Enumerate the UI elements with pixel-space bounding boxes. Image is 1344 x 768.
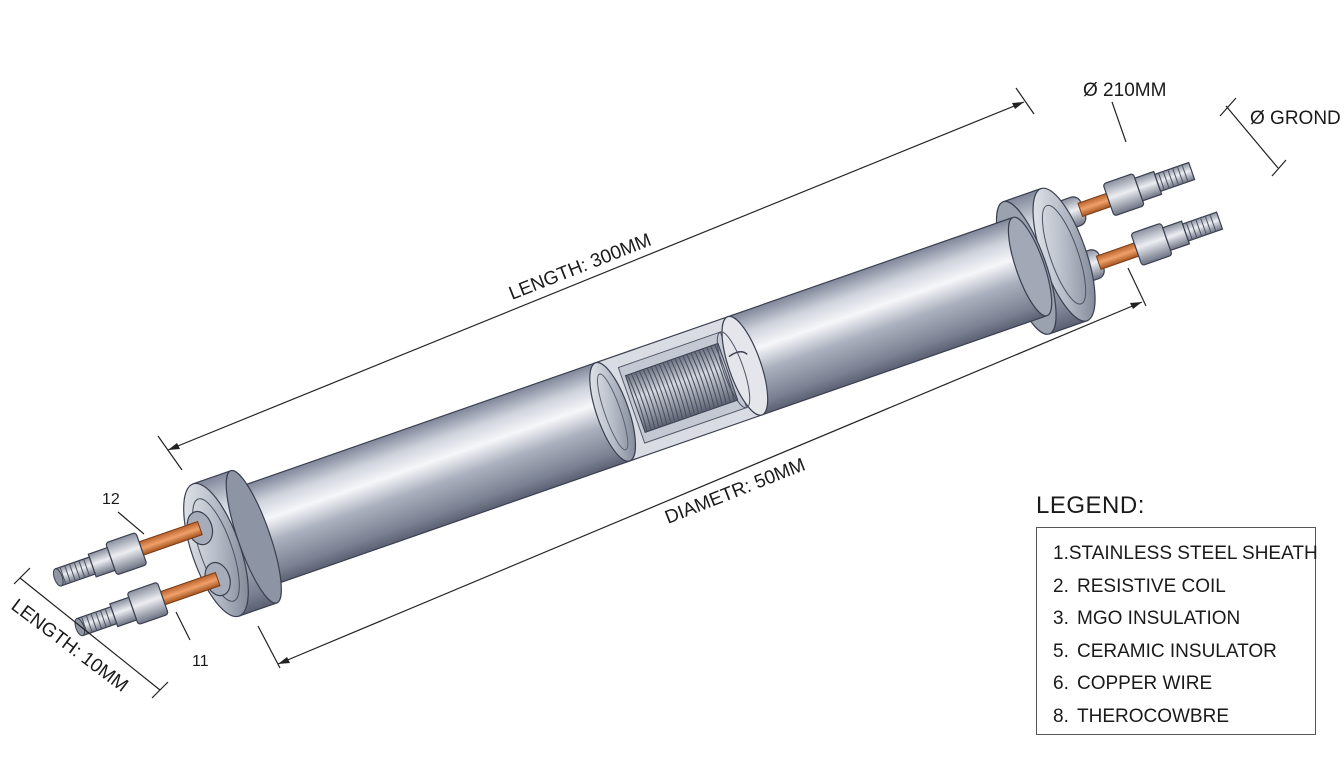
dim-diameter-label: DIAMETR: 50MM [662,455,808,529]
dim-ground-label: Ø GROND [1250,108,1341,129]
heater-assembly [52,161,1224,637]
legend-item-label: COPPER WIRE [1077,673,1213,694]
legend-item-number: 2. [1053,575,1069,597]
dim-length-300-label: LENGTH: 300MM [506,230,654,305]
legend-item-label: RESISTIVE COIL [1077,575,1226,597]
legend-title: LEGEND: [1036,492,1145,519]
legend-item: 1.STAINLESS STEEL SHEATH [1053,538,1318,571]
dimension-terminal-diameter: Ø 210MM [1083,80,1166,143]
legend-item: 3. MGO INSULATION [1053,603,1315,636]
legend-item-number: 1. [1053,543,1069,564]
legend-item-label: STAINLESS STEEL SHEATH [1068,543,1318,564]
right-terminal-lower [1073,211,1224,283]
legend-item: 6. COPPER WIRE [1053,668,1315,701]
sheath-right-segment [726,217,1047,416]
legend-item-number: 6. [1053,673,1069,694]
legend-item-label: CERAMIC INSULATOR [1077,640,1277,662]
left-terminal-lower [74,561,231,637]
legend-box: 1.STAINLESS STEEL SHEATH 2. RESISTIVE COIL… [1036,527,1318,735]
left-terminal-upper [52,510,214,587]
resistive-coil [624,342,739,433]
callout-12-label: 12 [102,491,120,508]
sheath-left-segment [232,362,631,589]
dim-terminal-diameter-label: Ø 210MM [1083,80,1166,101]
legend-item-number: 5. [1053,640,1069,662]
cutaway-section [592,315,769,463]
legend-item-label: THEROCOWBRE [1077,705,1229,727]
legend-item: 5. CERAMIC INSULATOR [1053,636,1315,669]
legend-item-number: 8. [1053,705,1069,727]
legend-item-label: MGO INSULATION [1077,608,1241,629]
callout-11-label: 11 [192,653,209,670]
callout-11: 11 [175,611,209,670]
dimension-ground: Ø GROND [1219,97,1341,177]
legend-item-number: 3. [1053,608,1069,629]
legend-item: 8. THEROCOWBRE [1053,701,1315,734]
callout-12: 12 [102,491,145,535]
legend-item: 2. RESISTIVE COIL [1053,571,1315,604]
